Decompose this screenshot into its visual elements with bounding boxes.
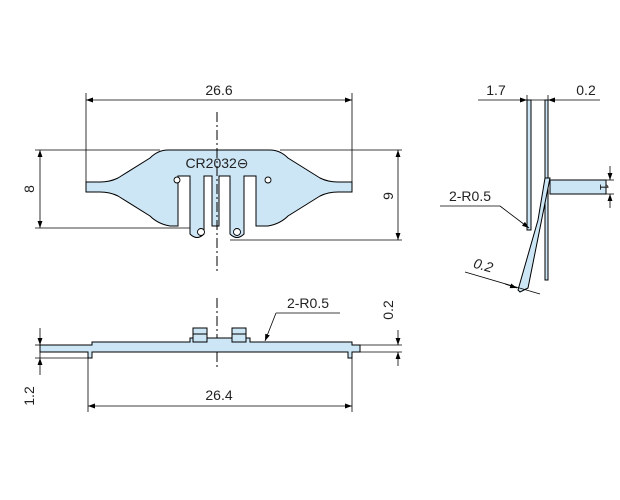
label-left-height: 8 bbox=[21, 185, 37, 193]
front-radius-leader bbox=[264, 312, 277, 342]
label-side-t2: 0.2 bbox=[576, 82, 596, 98]
side-view: 1.7 0.2 1 2-R0.5 0.2 bbox=[440, 82, 614, 295]
tab-hole-left bbox=[197, 228, 205, 236]
side-contact-arm bbox=[517, 177, 551, 293]
hole-left bbox=[173, 176, 181, 184]
label-front-height: 1.2 bbox=[21, 386, 37, 406]
front-view: 1.2 0.2 2-R0.5 26.4 bbox=[21, 295, 402, 412]
label-side-thickness: 0.2 bbox=[472, 255, 495, 276]
label-side-t1: 1.7 bbox=[486, 82, 506, 98]
label-side-radius: 2-R0.5 bbox=[449, 188, 491, 204]
label-side-pin: 1 bbox=[597, 184, 611, 191]
side-thick-leader bbox=[464, 271, 541, 295]
top-view: 26.6 8 9 CR2032⊖ bbox=[21, 82, 402, 272]
front-tab-right bbox=[231, 327, 247, 343]
contact-plate-top bbox=[85, 149, 353, 238]
side-plate bbox=[526, 99, 532, 231]
side-thick-arrow bbox=[504, 283, 518, 289]
label-bottom-width: 26.4 bbox=[205, 387, 232, 403]
label-front-thickness: 0.2 bbox=[380, 300, 396, 320]
label-top-width: 26.6 bbox=[205, 82, 232, 98]
label-right-height: 9 bbox=[380, 192, 396, 200]
side-radius-leader bbox=[499, 205, 530, 229]
tab-hole-right bbox=[233, 228, 241, 236]
label-front-radius: 2-R0.5 bbox=[287, 295, 329, 311]
front-tab-left bbox=[192, 327, 208, 343]
hole-right bbox=[264, 176, 272, 184]
side-pin bbox=[549, 179, 607, 195]
